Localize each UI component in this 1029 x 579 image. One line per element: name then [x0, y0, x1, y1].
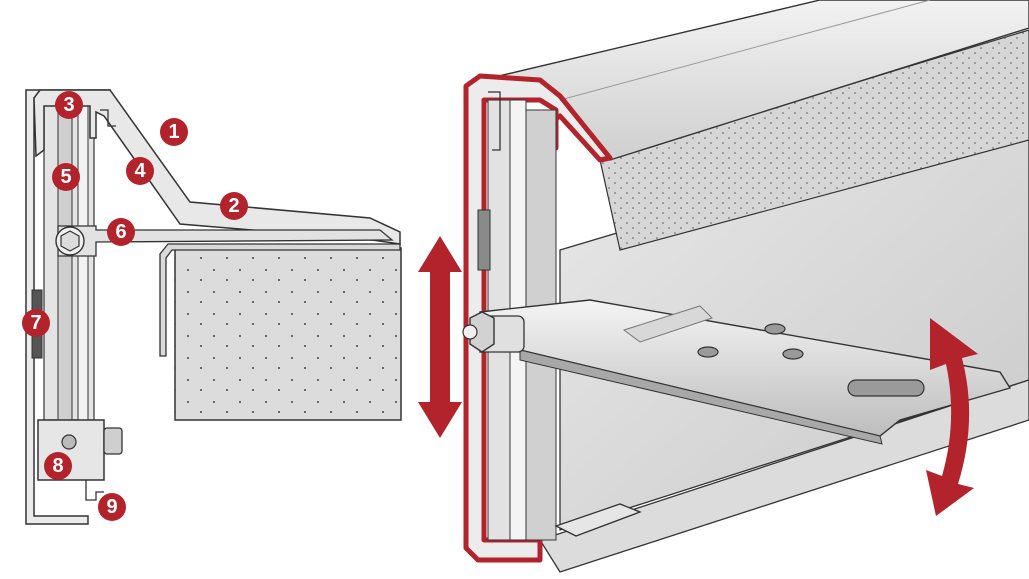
svg-text:8: 8: [52, 455, 63, 477]
svg-text:2: 2: [228, 195, 239, 217]
curved-rotate-arrow-icon: [926, 318, 978, 516]
bracket-arm-3d: [479, 299, 1012, 445]
callout-8: 8: [44, 452, 72, 480]
callout-7: 7: [22, 309, 50, 337]
svg-text:4: 4: [134, 160, 146, 182]
cross-section-diagram: 1 2 3 4 5 6 7 8: [22, 89, 402, 525]
svg-text:1: 1: [168, 121, 179, 143]
callout-2: 2: [220, 192, 248, 220]
callout-6: 6: [107, 218, 135, 246]
svg-text:5: 5: [60, 166, 71, 188]
bracket-arm: [55, 225, 394, 257]
stone-block: [174, 247, 402, 421]
bracket-logo-plate: [622, 305, 713, 343]
callout-9: 9: [98, 493, 126, 521]
callout-4: 4: [126, 157, 154, 185]
svg-text:3: 3: [63, 94, 74, 116]
callout-5: 5: [52, 163, 80, 191]
callout-3: 3: [55, 91, 83, 119]
flashing-profile: [159, 243, 401, 357]
lower-clip: [554, 503, 642, 537]
svg-text:6: 6: [115, 221, 126, 243]
callout-1: 1: [160, 118, 188, 146]
svg-text:9: 9: [106, 496, 117, 518]
cutaway-3d-view: [462, 0, 1029, 573]
svg-text:7: 7: [30, 312, 41, 334]
double-vertical-arrow-icon: [418, 236, 462, 438]
bolt-assembly: [462, 311, 525, 353]
